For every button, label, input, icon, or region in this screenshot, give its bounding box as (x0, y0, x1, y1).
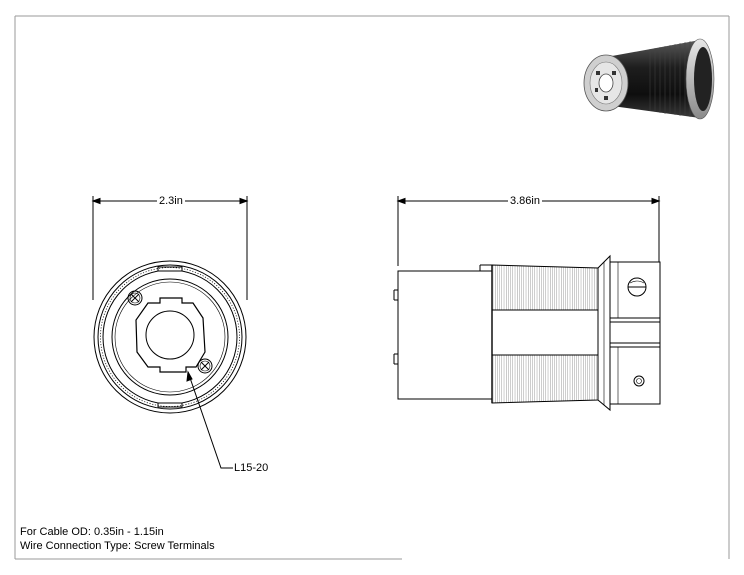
callout-label: L15-20 (234, 462, 269, 474)
connector-render-icon (583, 38, 715, 120)
wire-connection-note: Wire Connection Type: Screw Terminals (20, 540, 215, 552)
front-width-label: 2.3in (157, 195, 185, 207)
front-view (91, 196, 249, 469)
front-width-dimension (91, 196, 249, 300)
screw-head-icon (127, 290, 143, 306)
drawing-notes: For Cable OD: 0.35in - 1.15in Wire Conne… (20, 525, 215, 553)
side-screw-icon (627, 277, 647, 297)
cable-od-note: For Cable OD: 0.35in - 1.15in (20, 526, 164, 538)
mounting-hole-icon (633, 375, 645, 387)
side-view (393, 196, 661, 412)
side-length-label: 3.86in (508, 195, 542, 207)
screw-head-icon (197, 358, 213, 374)
sheet-frame (14, 15, 730, 560)
callout-leader (186, 370, 233, 469)
